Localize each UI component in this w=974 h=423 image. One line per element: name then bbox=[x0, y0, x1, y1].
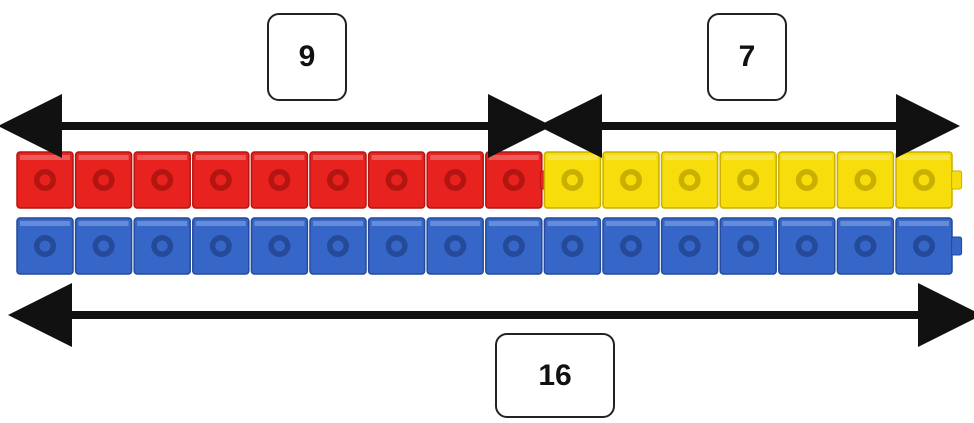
blue-cube bbox=[192, 217, 250, 275]
yellow-cube-row bbox=[543, 151, 963, 209]
yellow-cube-connector bbox=[951, 170, 963, 190]
blue-cube bbox=[778, 217, 836, 275]
yellow-cube bbox=[836, 151, 895, 209]
blue-cube bbox=[836, 217, 895, 275]
red-cube bbox=[16, 151, 74, 209]
yellow-cube bbox=[719, 151, 777, 209]
yellow-count-label: 7 bbox=[707, 13, 787, 101]
blue-cube bbox=[16, 217, 74, 275]
red-cube bbox=[426, 151, 484, 209]
yellow-cube bbox=[660, 151, 719, 209]
blue-cube-row bbox=[16, 217, 963, 275]
blue-cube bbox=[74, 217, 133, 275]
blue-cube bbox=[309, 217, 367, 275]
blue-cube bbox=[485, 217, 543, 275]
yellow-cube bbox=[543, 151, 602, 209]
blue-cube bbox=[895, 217, 953, 275]
blue-cube bbox=[660, 217, 719, 275]
blue-cube bbox=[719, 217, 777, 275]
blue-cube bbox=[133, 217, 191, 275]
red-cube bbox=[250, 151, 309, 209]
yellow-cube bbox=[895, 151, 953, 209]
blue-cube bbox=[543, 217, 602, 275]
yellow-cube bbox=[778, 151, 836, 209]
red-cube bbox=[133, 151, 191, 209]
total-count-label: 16 bbox=[495, 333, 615, 418]
blue-cube bbox=[367, 217, 426, 275]
red-cube bbox=[74, 151, 133, 209]
red-cube bbox=[367, 151, 426, 209]
blue-cube bbox=[250, 217, 309, 275]
blue-cube-connector bbox=[951, 236, 963, 256]
blue-cube bbox=[602, 217, 660, 275]
red-cube-row bbox=[16, 151, 551, 209]
yellow-cube bbox=[602, 151, 660, 209]
blue-cube bbox=[426, 217, 484, 275]
red-count-label: 9 bbox=[267, 13, 347, 101]
red-cube bbox=[192, 151, 250, 209]
red-cube bbox=[309, 151, 367, 209]
red-cube bbox=[485, 151, 543, 209]
